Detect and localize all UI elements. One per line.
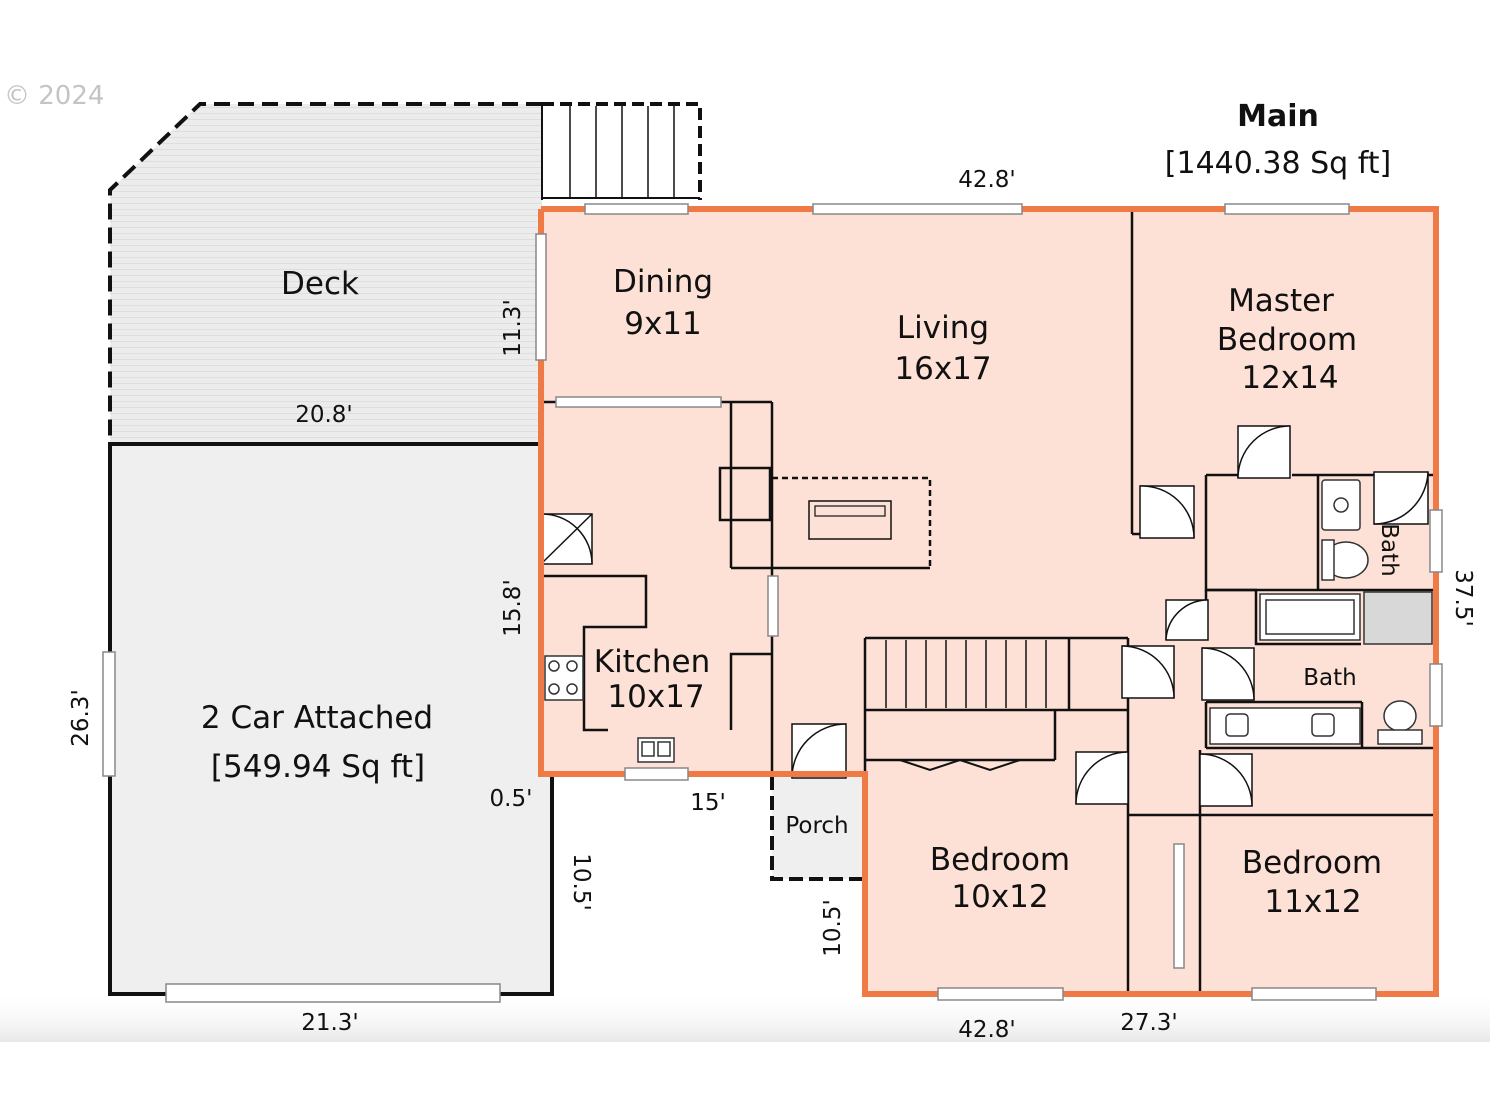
bedroom-b-size: 11x12: [1264, 884, 1361, 920]
stairs: [885, 640, 1047, 708]
master-size: 12x14: [1241, 360, 1338, 396]
deck-outline: [108, 102, 542, 444]
dining-label: Dining: [613, 264, 713, 300]
dim-kitchen-height: 15.8': [500, 579, 526, 637]
dim-garage-width: 21.3': [301, 1010, 359, 1036]
deck-label: Deck: [281, 266, 359, 302]
dim-bottom-right: 27.3': [1120, 1010, 1178, 1036]
closet-bifold: [899, 758, 1021, 772]
garage-area-label: [549.94 Sq ft]: [211, 749, 425, 785]
dim-garage-side: 10.5': [568, 853, 594, 911]
dim-right-height: 37.5': [1450, 569, 1476, 627]
garage-label: 2 Car Attached: [201, 700, 433, 736]
living-size: 16x17: [894, 351, 991, 387]
dim-porch-side: 10.5': [820, 899, 846, 957]
dim-garage-offset: 0.5': [490, 786, 533, 812]
garage-area: [108, 442, 554, 996]
kitchen-label: Kitchen: [594, 644, 711, 680]
master-label-2: Bedroom: [1217, 322, 1357, 358]
kitchen-size: 10x17: [607, 679, 704, 715]
windows: [535, 203, 1443, 1001]
dim-kitchen-width: 15': [690, 790, 726, 816]
dim-deck-height: 11.3': [500, 299, 526, 357]
porch-label: Porch: [785, 813, 848, 839]
dim-top-width: 42.8': [958, 167, 1016, 193]
floor-area: [1440.38 Sq ft]: [1165, 146, 1391, 181]
deck-steps: [541, 102, 702, 200]
floor-title: Main: [1237, 99, 1319, 134]
kitchen-fixtures: [544, 655, 675, 763]
doors: [540, 425, 1429, 807]
bedroom-a-size: 10x12: [951, 879, 1048, 915]
garage-window: [102, 651, 116, 777]
bedroom-a-label: Bedroom: [930, 842, 1070, 878]
dim-deck-width: 20.8': [295, 402, 353, 428]
bath-upper-label: Bath: [1376, 523, 1402, 576]
bedroom-b-label: Bedroom: [1242, 845, 1382, 881]
porch-area: [772, 776, 865, 879]
living-label: Living: [897, 310, 989, 346]
bath-lower-label: Bath: [1303, 665, 1356, 691]
master-label-1: Master: [1228, 283, 1334, 319]
porch-outline: [770, 776, 862, 881]
dim-garage-height: 26.3': [68, 689, 94, 747]
copyright-text: © 2024: [4, 81, 104, 111]
garage-door: [165, 983, 501, 1003]
bath-fixtures: [1209, 479, 1433, 745]
dim-bottom-width: 42.8': [958, 1017, 1016, 1043]
exterior-wall: [538, 206, 1439, 997]
deck-area: [110, 104, 542, 444]
dining-size: 9x11: [624, 306, 702, 342]
